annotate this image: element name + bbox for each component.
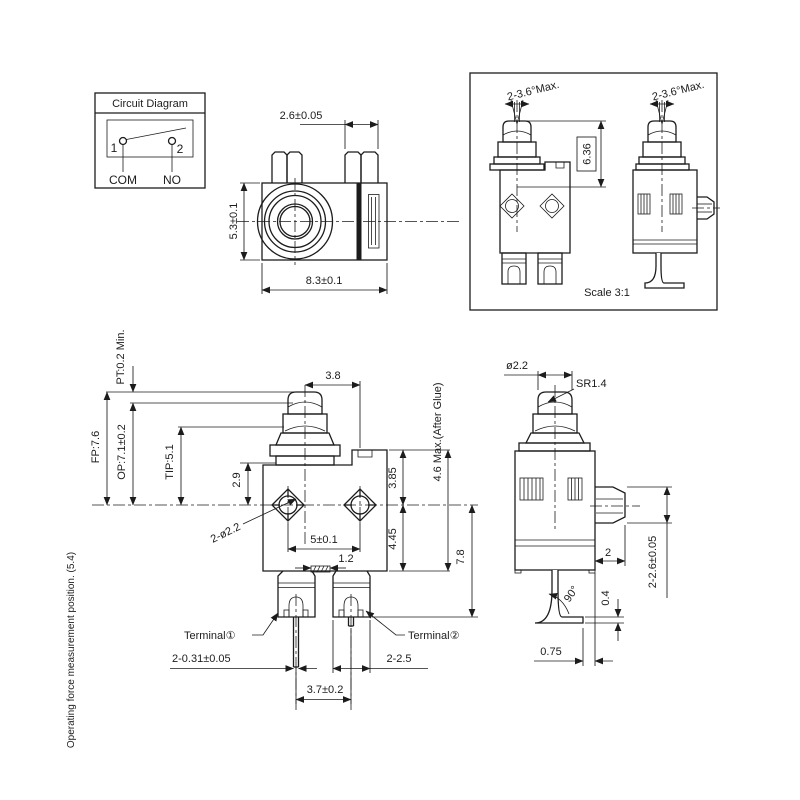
dim-pt: PT:0.2 Min. [115, 329, 127, 384]
dim-boss-depth: 2 [605, 547, 611, 559]
dim-foot-offset: 0.75 [540, 646, 561, 658]
dim-angle-right: 2-3.6°Max. [651, 79, 706, 104]
dim-body-width: 8.3±0.1 [306, 275, 343, 287]
pin2-label: 2 [177, 142, 184, 156]
dim-total-height: 7.8 [455, 549, 467, 564]
scaled-side-view: 2-3.6°Max. [632, 79, 720, 289]
dim-fp: FP:7.6 [90, 431, 102, 463]
dim-angle-left: 2-3.6°Max. [506, 79, 561, 104]
terminal-1-label: Terminal① [184, 630, 236, 642]
dim-glue-height: 4.6 Max.(After Glue) [432, 382, 444, 481]
dim-rib: 1.2 [338, 553, 353, 565]
dim-2-9: 2.9 [231, 472, 243, 487]
com-label: COM [109, 173, 137, 187]
terminal-blocks [277, 570, 371, 668]
no-label: NO [163, 173, 181, 187]
dim-holes: 2-ø2.2 [209, 521, 243, 546]
pin1-label: 1 [111, 141, 118, 155]
dim-pin-thickness: 2-0.31±0.05 [172, 653, 231, 665]
dim-3-8: 3.8 [325, 370, 340, 382]
dim-pin-pitch: 3.7±0.2 [307, 684, 344, 696]
switch-lever-line [126, 127, 187, 140]
operating-force-note: Operating force measurement position. (5… [66, 552, 77, 748]
scaled-views-box: Scale 3:1 2-3.6°Max. [469, 72, 720, 311]
dim-boss-height: 2-2.6±0.05 [647, 536, 659, 589]
side-terminal-windows [519, 477, 583, 501]
dim-lower-height: 4.45 [387, 528, 399, 549]
dim-body-height: 5.3±0.1 [228, 203, 240, 240]
dim-terminal-width: 2.6±0.05 [280, 110, 323, 122]
circuit-diagram-title: Circuit Diagram [112, 98, 188, 110]
dim-plunger-dia: ø2.2 [506, 360, 528, 372]
dim-plunger-height: 6.36 [582, 143, 594, 164]
dim-op: OP:7.1±0.2 [116, 424, 128, 480]
scale-label: Scale 3:1 [584, 287, 630, 299]
dim-hole-pitch: 5±0.1 [310, 534, 337, 546]
side-view: ø2.2 SR1.4 2-2.6±0.05 2 0.4 90° 0.75 [504, 360, 672, 666]
front-view: PT:0.2 Min. FP:7.6 OP:7.1±0.2 TIP:5.1 2.… [66, 329, 478, 748]
bent-terminal [534, 570, 584, 624]
dim-tip: TIP:5.1 [164, 444, 176, 479]
dim-bend-angle: 90° [562, 584, 581, 605]
circuit-diagram: Circuit Diagram 1 2 COM NO [94, 92, 206, 189]
dim-pin-width: 2-2.5 [386, 653, 411, 665]
dim-upper-height: 3.85 [387, 467, 399, 488]
side-boss [595, 486, 626, 524]
terminal-2-label: Terminal② [408, 630, 460, 642]
scaled-front-view: 2-3.6°Max. [489, 79, 606, 285]
dim-tip-radius: SR1.4 [576, 378, 607, 390]
dim-foot-thickness: 0.4 [600, 590, 612, 605]
top-view: 2.6±0.05 5.3±0.1 8.3±0.1 [228, 110, 462, 294]
